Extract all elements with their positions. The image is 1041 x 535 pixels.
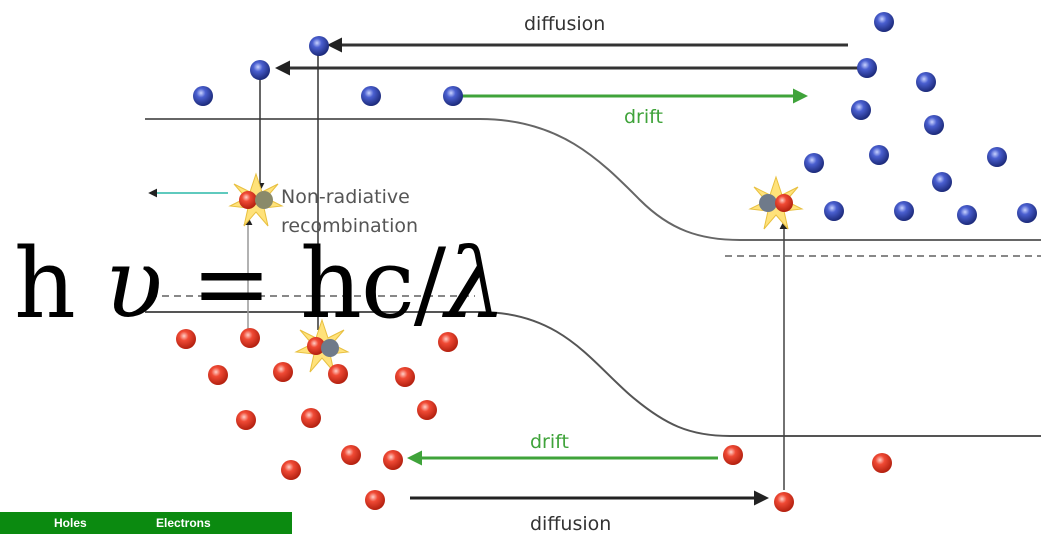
electron (932, 172, 952, 192)
recombination-label-line1: Non-radiative (281, 186, 410, 208)
electron (916, 72, 936, 92)
formula-nu: υ (104, 228, 162, 340)
hole (236, 410, 256, 430)
electron (193, 86, 213, 106)
hole (774, 492, 794, 512)
diffusion-label-bottom: diffusion (530, 513, 611, 535)
holes (176, 328, 892, 512)
diffusion-label-top: diffusion (524, 13, 605, 35)
electron (894, 201, 914, 221)
hole (328, 364, 348, 384)
electron (957, 205, 977, 225)
electron (869, 145, 889, 165)
electrons (193, 12, 1037, 225)
hole (438, 332, 458, 352)
hole (872, 453, 892, 473)
electron (874, 12, 894, 32)
formula-h: h (14, 228, 105, 340)
electron (804, 153, 824, 173)
recombination-burst-right (748, 175, 804, 230)
legend-bar: Holes Electrons (0, 512, 292, 534)
electron (987, 147, 1007, 167)
hole (341, 445, 361, 465)
recombination-label-line2: recombination (281, 215, 418, 237)
photon-energy-formula: h υ = hc/λ (14, 236, 506, 332)
hole (208, 365, 228, 385)
hole (383, 450, 403, 470)
electron (851, 100, 871, 120)
hole (176, 329, 196, 349)
conduction-band-edge (145, 118, 1041, 241)
recombination-burst-center (294, 318, 350, 373)
hole (365, 490, 385, 510)
hole (417, 400, 437, 420)
recombination-burst-left (228, 172, 284, 227)
legend-holes: Holes (54, 516, 87, 530)
hole (395, 367, 415, 387)
electron (924, 115, 944, 135)
hole (301, 408, 321, 428)
electron (361, 86, 381, 106)
electron (309, 36, 329, 56)
drift-label-top: drift (624, 106, 663, 128)
formula-middle: = hc/ (161, 228, 446, 340)
electron (443, 86, 463, 106)
legend-electrons: Electrons (156, 516, 211, 530)
drift-label-bottom: drift (530, 431, 569, 453)
valence-band-edge (145, 311, 1041, 437)
electron (857, 58, 877, 78)
hole (723, 445, 743, 465)
hole (281, 460, 301, 480)
hole (273, 362, 293, 382)
electron (250, 60, 270, 80)
formula-lambda: λ (445, 228, 506, 340)
electron (1017, 203, 1037, 223)
electron (824, 201, 844, 221)
hole (240, 328, 260, 348)
